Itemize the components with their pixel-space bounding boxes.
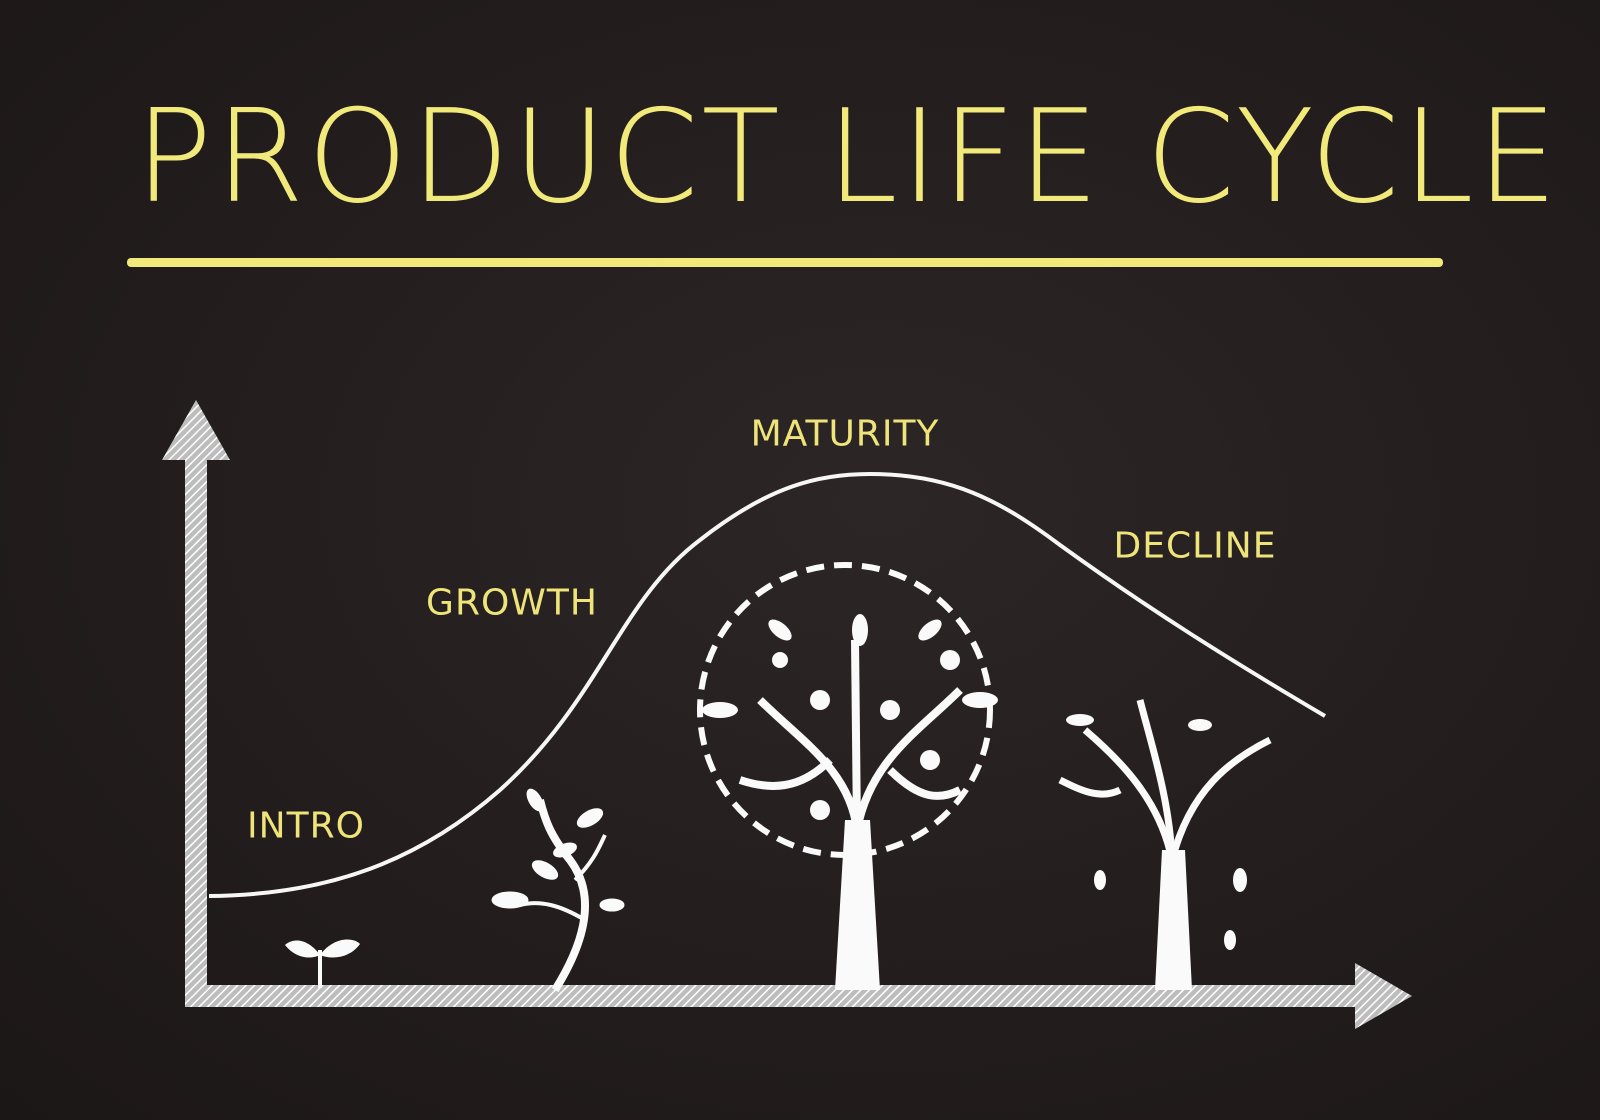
seedling-icon (285, 939, 360, 988)
stage-label-decline: DECLINE (1113, 525, 1277, 567)
mature-tree-icon (697, 562, 998, 990)
declining-tree-icon (1058, 699, 1272, 990)
page-title: PRODUCT LIFE CYCLE (135, 83, 1561, 232)
stage-label-maturity: MATURITY (750, 413, 940, 455)
sapling-icon (491, 788, 625, 993)
stage-label-growth: GROWTH (426, 582, 598, 624)
title-underline (127, 258, 1443, 267)
x-axis-arrow (185, 963, 1412, 1029)
stage-label-intro: INTRO (247, 805, 365, 847)
life-cycle-curve (208, 471, 1327, 898)
y-axis-arrow (162, 400, 230, 995)
